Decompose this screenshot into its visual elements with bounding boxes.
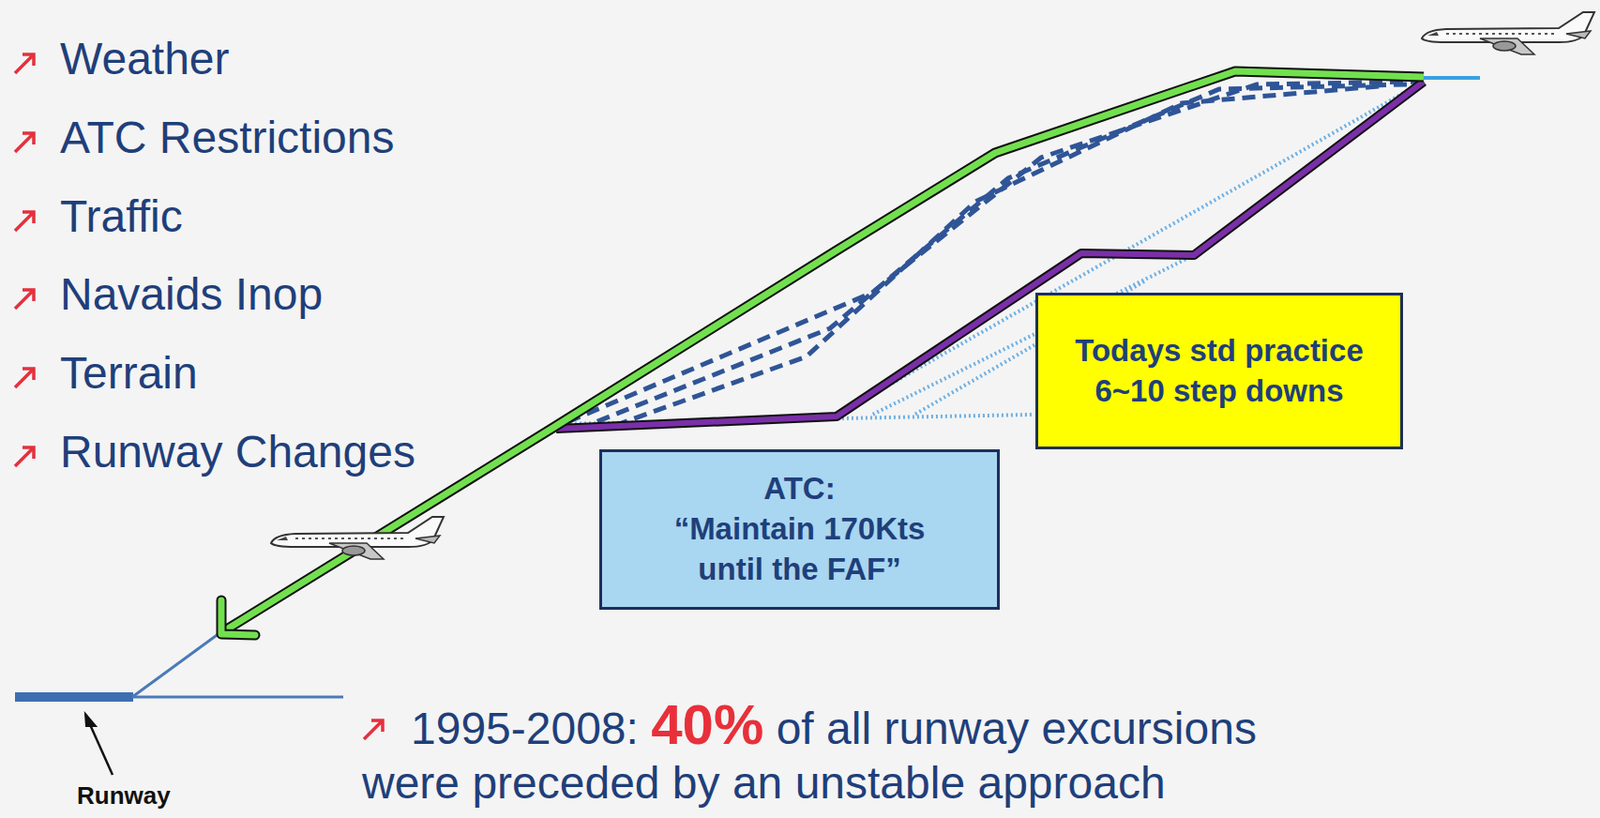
factor-list-item: Weather <box>60 30 230 88</box>
practice-note-box: Todays std practice 6~10 step downs <box>1035 292 1404 450</box>
runway-extension <box>133 695 344 699</box>
continuous-descent-path <box>225 71 1424 631</box>
factor-list-item: Navaids Inop <box>60 266 323 323</box>
factor-list-item: ATC Restrictions <box>60 109 395 167</box>
factor-list-item: Runway Changes <box>60 423 416 481</box>
box-text: Todays std practice 6~10 step downs <box>1050 331 1389 412</box>
atc-instruction-box: ATC:“Maintain 170Kts until the FAF” <box>599 449 1000 610</box>
purple-path-outline <box>556 81 1424 429</box>
airplane-approach <box>271 516 444 559</box>
runway-pointer <box>85 713 113 775</box>
runway-label: Runway <box>76 780 171 811</box>
airplane-cruise <box>1421 12 1595 55</box>
percentage-highlight: 40% <box>650 693 764 756</box>
step-down-path <box>556 81 1424 429</box>
green-path-outline <box>225 71 1424 631</box>
cruise-segment <box>1423 75 1480 80</box>
runway-bar <box>15 692 134 702</box>
path-arrowhead <box>221 600 256 635</box>
statistic-note: 1995-2008: 40% of all runway excursions … <box>362 697 1265 811</box>
factor-list-item: Terrain <box>60 345 198 402</box>
box-text: “Maintain 170Kts until the FAF” <box>649 509 951 590</box>
box-text: ATC: <box>763 468 835 510</box>
final-glide-path <box>132 633 220 697</box>
factor-list-item: Traffic <box>60 188 183 245</box>
year-range: 1995-2008: <box>410 703 639 754</box>
